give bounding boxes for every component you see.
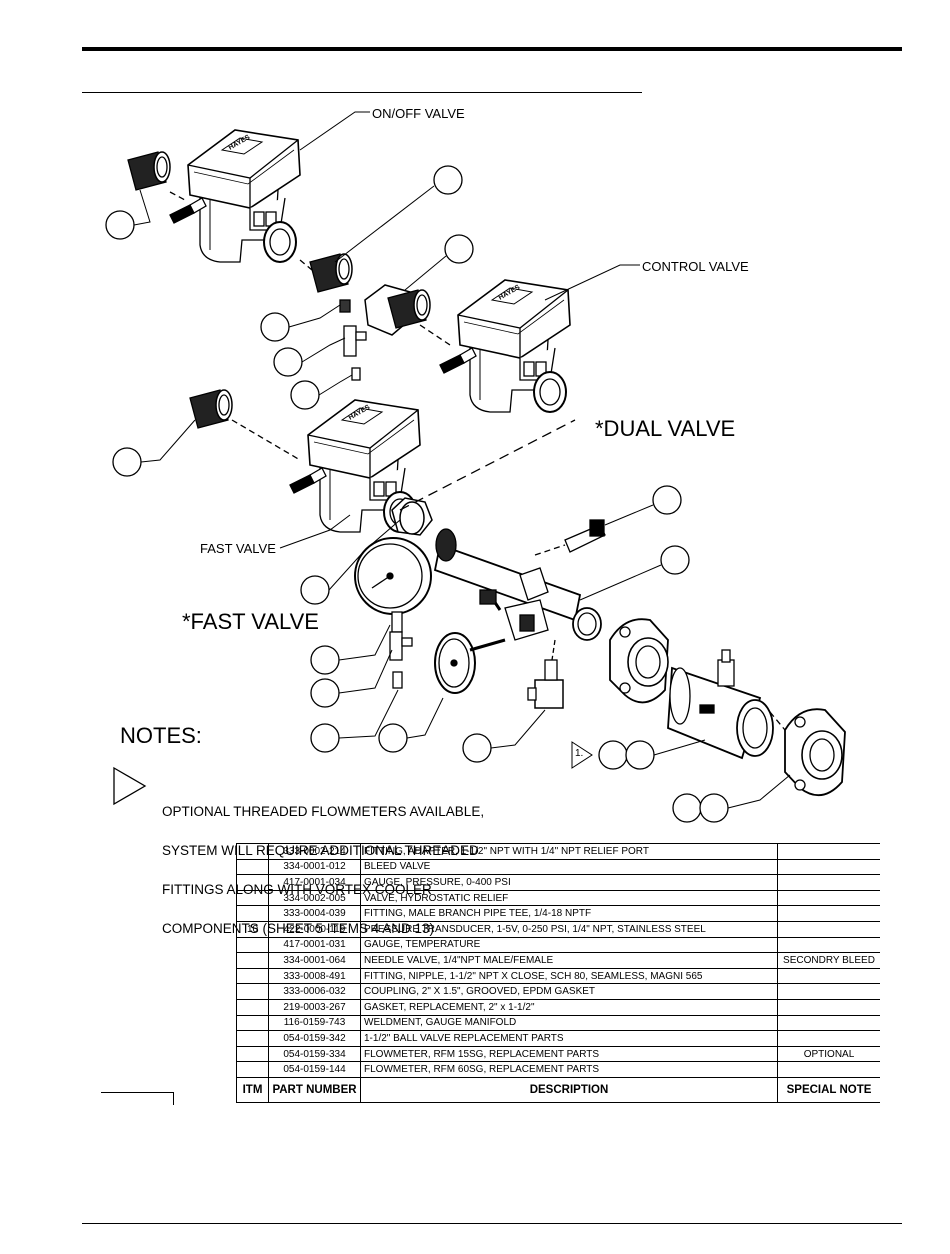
row-description: BLEED VALVE	[360, 858, 778, 876]
row-special-note	[777, 936, 880, 954]
row-description: WELDMENT, GAUGE MANIFOLD	[360, 1014, 778, 1032]
top-rule	[82, 47, 902, 51]
row-special-note	[777, 1014, 880, 1032]
row-description: GAUGE, TEMPERATURE	[360, 936, 778, 954]
row-special-note	[777, 843, 880, 860]
row-itm	[236, 874, 269, 891]
row-part-number: 417-0001-031	[268, 936, 361, 954]
row-special-note: SECONDRY BLEED	[777, 952, 880, 969]
note-line: OPTIONAL THREADED FLOWMETERS AVAILABLE,	[162, 804, 485, 819]
row-special-note	[777, 858, 880, 876]
row-part-number: 334-0002-005	[268, 889, 361, 907]
row-special-note	[777, 889, 880, 907]
row-itm	[236, 889, 269, 907]
row-description: FLOWMETER, RFM 60SG, REPLACEMENT PARTS	[360, 1061, 778, 1078]
header-rule	[82, 92, 642, 93]
fast-valve-label: FAST VALVE	[200, 541, 276, 556]
row-special-note	[777, 920, 880, 938]
row-description: FITTING, MALE BRANCH PIPE TEE, 1/4-18 NP…	[360, 905, 778, 922]
row-description: FITTING, NIPPLE, 1-1/2" NPT X CLOSE, SCH…	[360, 967, 778, 985]
corner-bracket	[101, 1092, 174, 1105]
row-part-number: 333-0006-032	[268, 983, 361, 1000]
row-part-number: 334-0001-012	[268, 858, 361, 876]
row-special-note: OPTIONAL	[777, 1045, 880, 1063]
row-part-number: 333-0002-214	[268, 843, 361, 860]
row-description: GAUGE, PRESSURE, 0-400 PSI	[360, 874, 778, 891]
header-description: DESCRIPTION	[360, 1076, 778, 1103]
row-itm: 10	[236, 920, 269, 938]
row-itm	[236, 967, 269, 985]
row-special-note	[777, 967, 880, 985]
row-description: 1-1/2" BALL VALVE REPLACEMENT PARTS	[360, 1030, 778, 1047]
fast-valve-section-label: *FAST VALVE	[182, 609, 319, 634]
row-itm	[236, 1045, 269, 1063]
row-part-number: 333-0008-491	[268, 967, 361, 985]
row-special-note	[777, 1061, 880, 1078]
row-description: NEEDLE VALVE, 1/4"NPT MALE/FEMALE	[360, 952, 778, 969]
row-description: FLOWMETER, RFM 15SG, REPLACEMENT PARTS	[360, 1045, 778, 1063]
row-itm	[236, 983, 269, 1000]
parts-table-header: ITM PART NUMBER DESCRIPTION SPECIAL NOTE	[236, 1076, 880, 1103]
header-itm: ITM	[236, 1076, 269, 1103]
row-description: COUPLING, 2" X 1.5", GROOVED, EPDM GASKE…	[360, 983, 778, 1000]
row-part-number: 333-0004-039	[268, 905, 361, 922]
row-part-number: 054-0159-342	[268, 1030, 361, 1047]
row-itm	[236, 952, 269, 969]
row-itm	[236, 905, 269, 922]
row-special-note	[777, 998, 880, 1016]
row-special-note	[777, 905, 880, 922]
dual-valve-label: *DUAL VALVE	[595, 416, 736, 441]
row-special-note	[777, 1030, 880, 1047]
note-flag-label: 1.	[575, 748, 584, 759]
row-part-number: 054-0159-144	[268, 1061, 361, 1078]
header-special-note: SPECIAL NOTE	[777, 1076, 880, 1103]
row-itm	[236, 1061, 269, 1078]
row-description: PRESSURE TRANSDUCER, 1-5V, 0-250 PSI, 1/…	[360, 920, 778, 938]
row-description: VALVE, HYDROSTATIC RELIEF	[360, 889, 778, 907]
header-part-number: PART NUMBER	[268, 1076, 361, 1103]
row-part-number: 116-0159-743	[268, 1014, 361, 1032]
control-valve-label: CONTROL VALVE	[642, 259, 749, 274]
row-description: GASKET, REPLACEMENT, 2" x 1-1/2"	[360, 998, 778, 1016]
row-description: FITTING, ADAPTER, 1-1/2" NPT WITH 1/4" N…	[360, 843, 778, 860]
row-itm	[236, 843, 269, 860]
notes-title: NOTES:	[120, 723, 202, 748]
bottom-rule	[82, 1223, 902, 1224]
row-part-number: 219-0003-267	[268, 998, 361, 1016]
row-part-number: 422-0000-119	[268, 920, 361, 938]
row-special-note	[777, 983, 880, 1000]
on-off-valve-label: ON/OFF VALVE	[372, 106, 465, 121]
row-part-number: 054-0159-334	[268, 1045, 361, 1063]
row-itm	[236, 858, 269, 876]
row-part-number: 334-0001-064	[268, 952, 361, 969]
row-part-number: 417-0001-034	[268, 874, 361, 891]
row-itm	[236, 1030, 269, 1047]
row-itm	[236, 998, 269, 1016]
row-special-note	[777, 874, 880, 891]
row-itm	[236, 936, 269, 954]
row-itm	[236, 1014, 269, 1032]
